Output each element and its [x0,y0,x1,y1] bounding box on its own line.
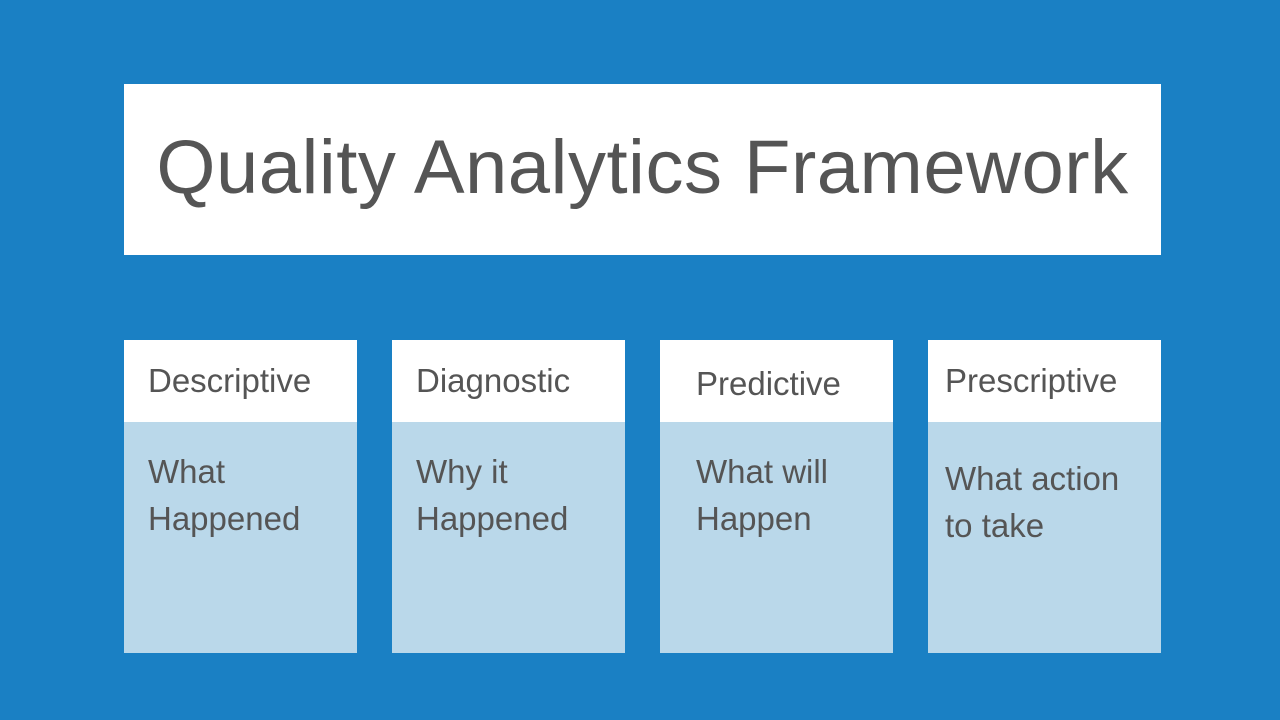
card-body-label: What action to take [945,460,1120,544]
card-header-predictive: Predictive [660,340,893,422]
card-body-prescriptive: What action to take [928,422,1161,653]
card-header-label: Prescriptive [945,361,1118,399]
card-body-descriptive: What Happened [124,422,357,653]
card-header-diagnostic: Diagnostic [392,340,625,422]
title-banner: Quality Analytics Framework [124,84,1161,255]
card-body-label: Why it Happened [416,453,569,537]
card-header-prescriptive: Prescriptive [928,340,1161,422]
card-header-descriptive: Descriptive [124,340,357,422]
analytics-card-row: Descriptive What Happened Diagnostic Why… [124,340,1161,653]
card-descriptive[interactable]: Descriptive What Happened [124,340,357,653]
card-predictive[interactable]: Predictive What will Happen [660,340,893,653]
card-body-label: What will Happen [696,453,829,537]
card-header-label: Predictive [696,364,841,402]
page-title: Quality Analytics Framework [156,124,1129,210]
card-header-label: Diagnostic [416,361,571,399]
card-body-label: What Happened [148,453,301,537]
card-prescriptive[interactable]: Prescriptive What action to take [928,340,1161,653]
card-header-label: Descriptive [148,361,312,399]
card-body-diagnostic: Why it Happened [392,422,625,653]
card-body-predictive: What will Happen [660,422,893,653]
card-diagnostic[interactable]: Diagnostic Why it Happened [392,340,625,653]
